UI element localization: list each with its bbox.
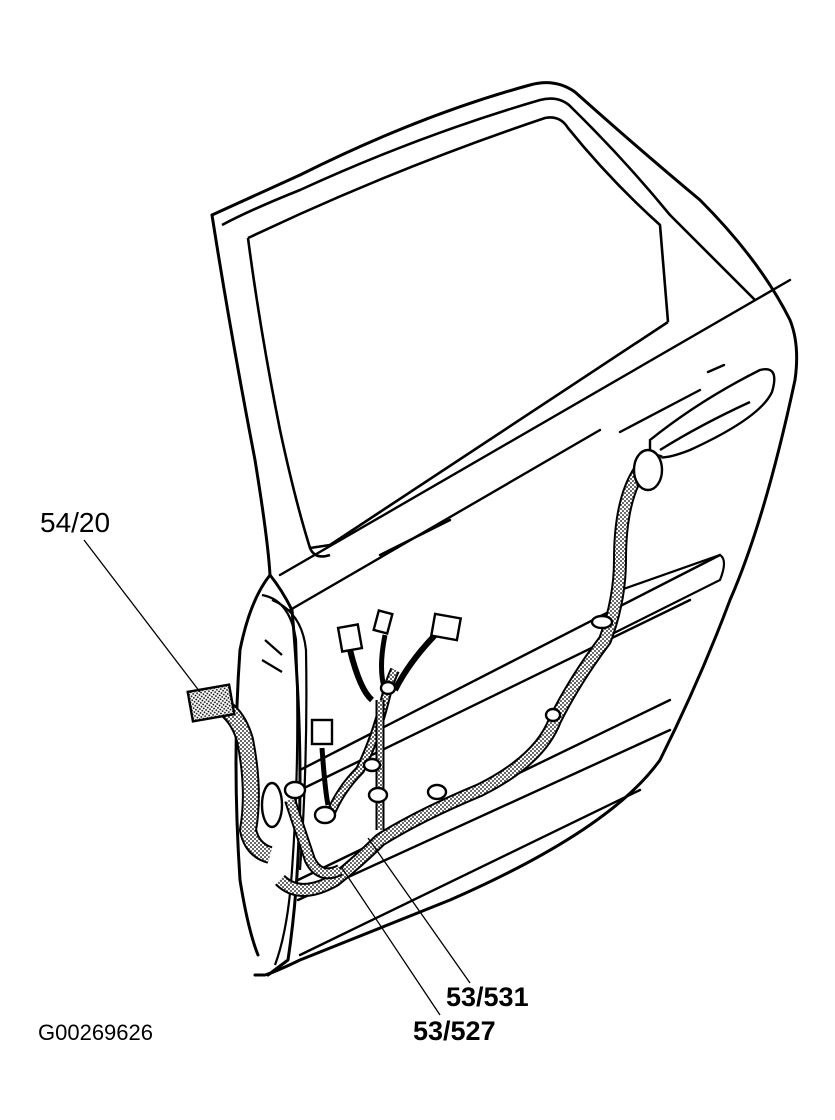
harness-connectors [186,448,664,829]
door-outline [210,81,799,977]
callout-leader-lines [83,539,471,1016]
figure-id: G00269626 [38,1020,153,1045]
callout-53-531: 53/531 [446,982,529,1012]
window-frame [221,97,756,558]
callout-53-527: 53/527 [413,1016,496,1046]
door-handle-recess [648,368,776,459]
callout-54-20: 54/20 [40,507,111,538]
hinge-edge-strip [261,593,308,966]
lower-molding [599,553,726,641]
